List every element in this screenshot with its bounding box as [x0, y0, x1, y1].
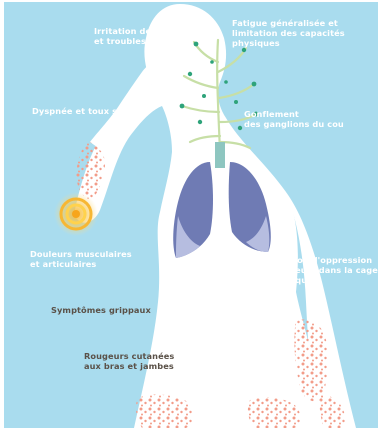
label-eye-irritation: Irritation des yeux et troubles visuels [94, 26, 182, 46]
label-flu-symptoms: Symptômes grippaux [51, 305, 151, 315]
label-skin-redness: Rougeurs cutanées aux bras et jambes [84, 351, 174, 371]
label-muscle-pain: Douleurs musculaires et articulaires [30, 249, 132, 269]
trachea [215, 142, 225, 168]
pain-glow [54, 192, 98, 236]
label-fatigue: Fatigue généralisée et limitation des ca… [232, 18, 345, 48]
label-dyspnea: Dyspnée et toux sèche [32, 106, 139, 116]
label-lymph-nodes: Gonflement des ganglions du cou [244, 109, 344, 129]
illustration [4, 2, 378, 428]
label-chest-pain: Sensation d'oppression et douleurs dans … [262, 255, 378, 285]
